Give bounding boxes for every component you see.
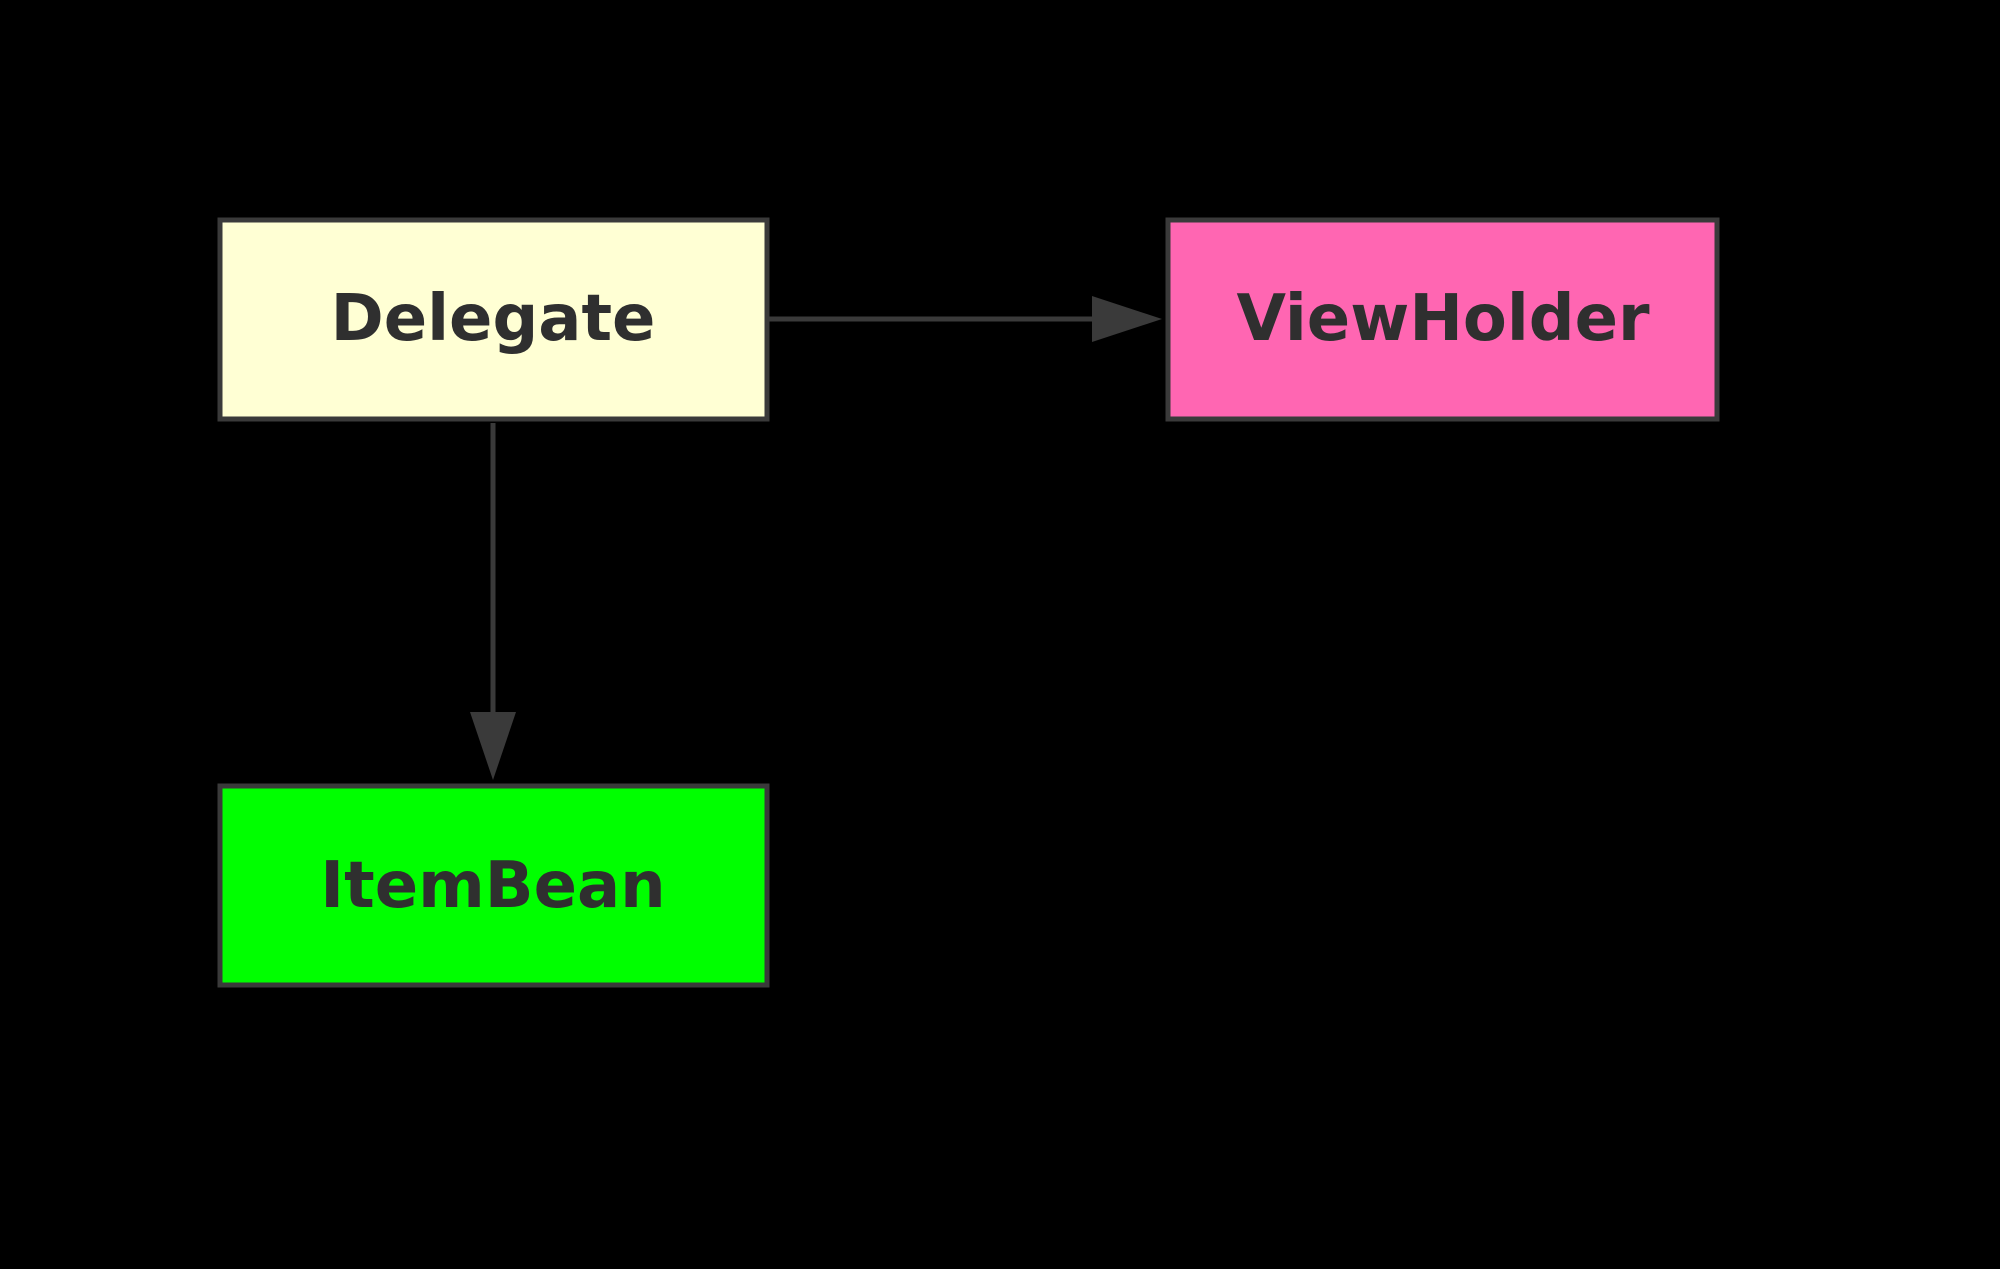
arrowhead-right-icon: [1092, 296, 1162, 342]
node-viewholder-label: ViewHolder: [1236, 282, 1650, 356]
node-itembean-box: [217, 783, 770, 988]
node-viewholder[interactable]: ViewHolder: [1165, 217, 1720, 422]
node-delegate-label: Delegate: [331, 282, 656, 356]
node-delegate[interactable]: Delegate: [217, 217, 770, 422]
node-viewholder-box: [1165, 217, 1720, 422]
node-itembean-label: ItemBean: [320, 849, 665, 923]
edge-delegate-to-itembean: [470, 423, 516, 780]
node-itembean[interactable]: ItemBean: [217, 783, 770, 988]
edge-delegate-to-viewholder: [768, 296, 1162, 342]
node-delegate-box: [217, 217, 770, 422]
arrowhead-down-icon: [470, 712, 516, 780]
